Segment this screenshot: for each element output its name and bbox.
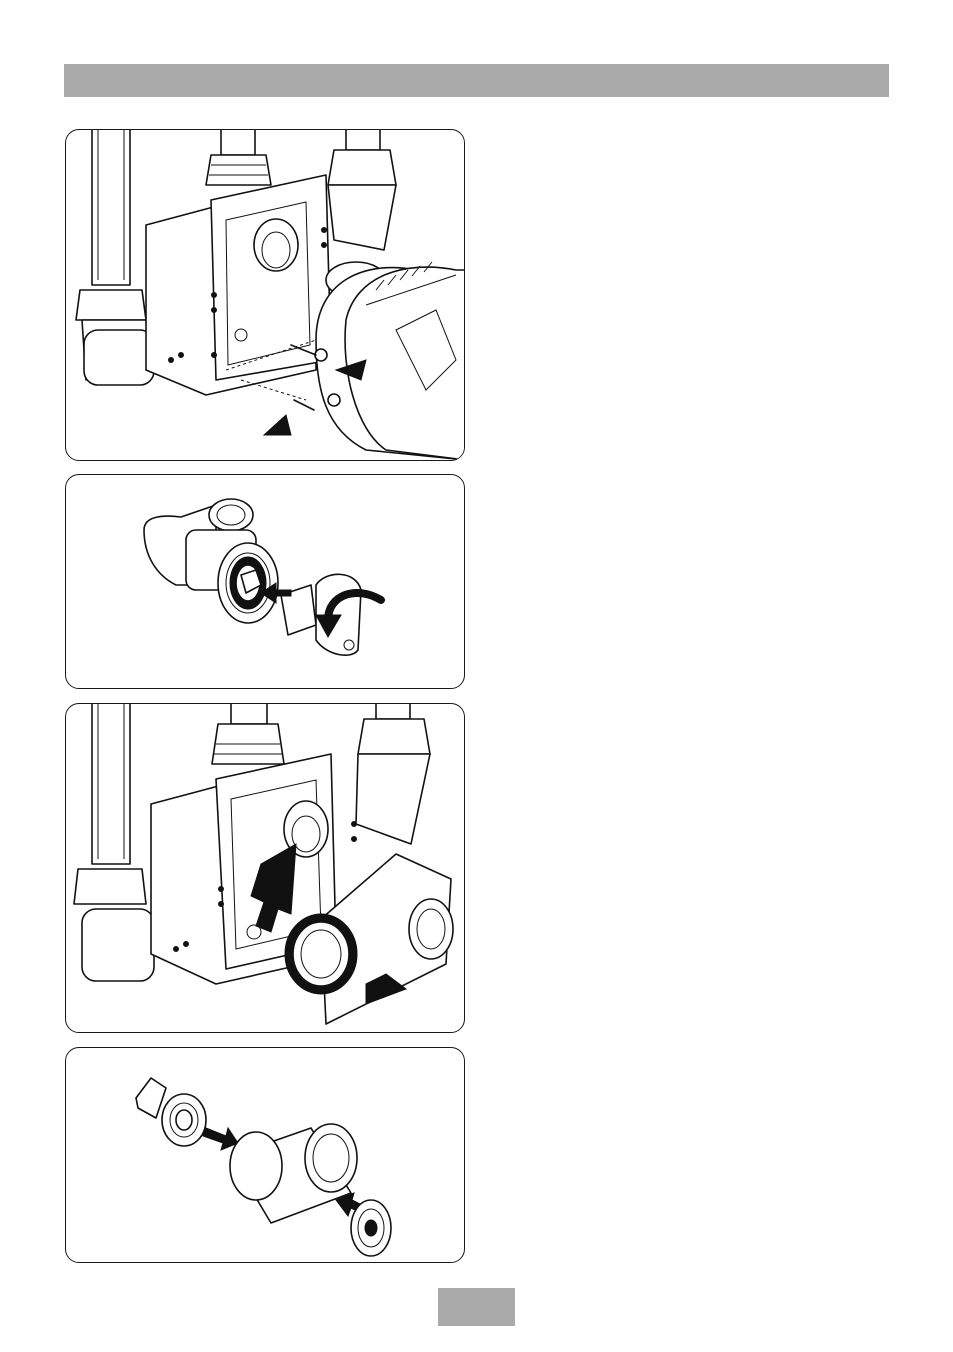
filter-cartridge-exploded-illustration: [66, 1048, 464, 1262]
elbow-with-key-tool-illustration: [66, 475, 464, 688]
illustration-panel-4: [65, 1047, 465, 1263]
valve-body-with-outlet-elbow-illustration: [66, 704, 464, 1032]
header-bar: [64, 64, 889, 97]
valve-body-with-cartridge-illustration: [66, 130, 464, 460]
page-number-tab: [438, 1288, 515, 1326]
illustration-panel-3: [65, 703, 465, 1033]
illustration-panel-2: [65, 474, 465, 689]
illustration-panel-1: [65, 129, 465, 461]
